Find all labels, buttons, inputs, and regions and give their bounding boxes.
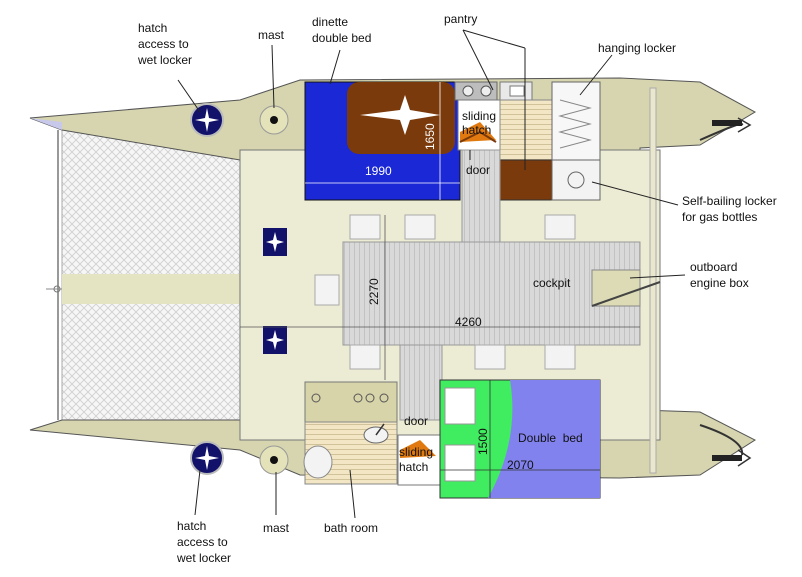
mast-top-label: mast [258, 28, 285, 42]
cockpit-floor [342, 241, 641, 346]
door-top-label: door [466, 163, 490, 177]
walkway-top [461, 149, 501, 243]
hanging-locker-label: hanging locker [598, 41, 676, 55]
toilet [303, 445, 333, 479]
mast-bottom-label: mast [263, 521, 290, 535]
hatch-top-label-2: access to [138, 37, 189, 51]
dim-bed-width: 1500 [476, 428, 490, 455]
dim-dinette-length: 1990 [365, 164, 392, 178]
cockpit-label: cockpit [533, 276, 571, 290]
bath-room-label: bath room [324, 521, 378, 535]
sliding-hatch-bottom-label-1: sliding [399, 445, 433, 459]
dim-cockpit-width: 2270 [367, 278, 381, 305]
sliding-hatch-top-label-1: sliding [462, 109, 496, 123]
outboard-engine-box [591, 269, 641, 307]
dinette-label-1: dinette [312, 15, 348, 29]
outboard-label-2: engine box [690, 276, 749, 290]
dim-dinette-width: 1650 [423, 123, 437, 150]
hatch-bottom-label-1: hatch [177, 519, 206, 533]
pantry-label: pantry [444, 12, 477, 26]
gas-locker-label-1: Self-bailing locker [682, 194, 777, 208]
sliding-hatch-bottom-label-2: hatch [399, 460, 428, 474]
door-bottom-label: door [404, 414, 428, 428]
hatch-bottom-label-2: access to [177, 535, 228, 549]
hanging-locker [551, 81, 601, 161]
sliding-hatch-top-label-2: hatch [462, 123, 491, 137]
hatch-top-label-1: hatch [138, 21, 167, 35]
hatch-bottom-label-3: wet locker [176, 551, 231, 565]
pantry-box [499, 159, 553, 201]
hatch-top-label-3: wet locker [137, 53, 192, 67]
gas-locker-label-2: for gas bottles [682, 210, 757, 224]
dinette-label-2: double bed [312, 31, 371, 45]
dim-overall-length: 4260 [455, 315, 482, 329]
bathroom-counter [304, 381, 398, 423]
double-bed-label: Double bed [518, 431, 583, 445]
gas-locker [551, 159, 601, 201]
pantry-shelves [499, 99, 553, 161]
dim-bed-length: 2070 [507, 458, 534, 472]
outboard-label-1: outboard [690, 260, 737, 274]
crossbeam [62, 274, 240, 304]
